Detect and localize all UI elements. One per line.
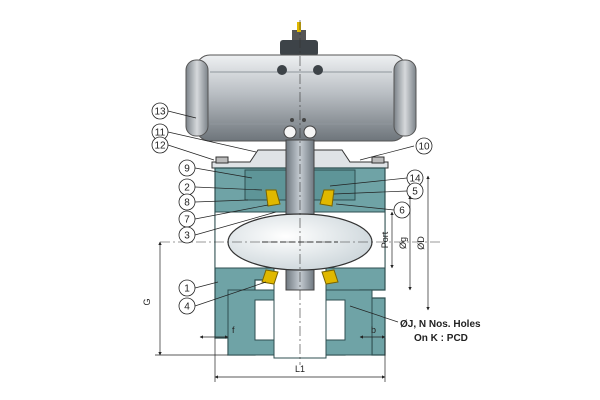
holes-note: ØJ, N Nos. Holes [400, 319, 481, 330]
svg-text:10: 10 [418, 142, 430, 153]
callout-3: 3 [178, 226, 196, 244]
dimension-lines [155, 175, 430, 382]
svg-text:1: 1 [184, 284, 190, 295]
svg-text:5: 5 [412, 187, 418, 198]
callout-8: 8 [178, 193, 196, 211]
callout-13: 13 [151, 102, 169, 120]
svg-text:3: 3 [184, 231, 190, 242]
callout-leaders [167, 110, 415, 307]
dim-port: Port [380, 231, 390, 248]
callout-9: 9 [178, 159, 196, 177]
svg-text:7: 7 [184, 215, 190, 226]
actuator-body [185, 54, 417, 147]
svg-text:11: 11 [155, 128, 166, 139]
svg-text:2: 2 [184, 183, 190, 194]
pcd-note: On K : PCD [414, 333, 468, 344]
callout-4: 4 [178, 297, 196, 315]
svg-text:12: 12 [154, 141, 166, 152]
dimension-labels: G f b L1 Port Øg ØD ØJ, N Nos. Holes On … [142, 231, 481, 374]
svg-text:8: 8 [184, 198, 190, 209]
dim-f: f [232, 325, 235, 335]
callout-1: 1 [178, 279, 196, 297]
dim-og: Øg [398, 237, 408, 249]
svg-text:6: 6 [399, 206, 405, 217]
dim-g: G [142, 298, 152, 305]
svg-text:13: 13 [154, 107, 166, 118]
callout-7: 7 [178, 210, 196, 228]
dim-l1: L1 [295, 364, 305, 374]
dim-od: ØD [416, 236, 426, 250]
seat-rings [261, 189, 339, 285]
svg-text:9: 9 [184, 164, 190, 175]
callout-5: 5 [406, 182, 424, 200]
callout-2: 2 [178, 178, 196, 196]
callout-10: 10 [415, 137, 433, 155]
dim-b: b [371, 325, 376, 335]
callout-6: 6 [393, 201, 411, 219]
svg-text:4: 4 [184, 302, 190, 313]
callout-12: 12 [151, 136, 169, 154]
svg-text:14: 14 [409, 174, 421, 185]
actuator-shaft [280, 22, 318, 56]
